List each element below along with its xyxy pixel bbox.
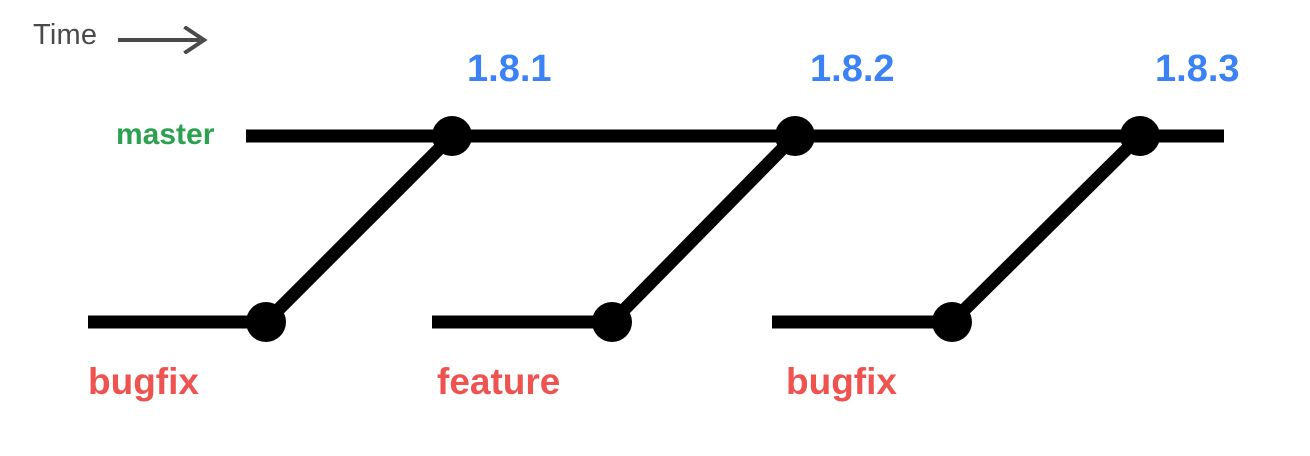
merge-line-2: [607, 131, 800, 327]
version-tag-2: 1.8.2: [810, 48, 895, 90]
version-tag-1: 1.8.1: [467, 48, 552, 90]
version-tag-3: 1.8.3: [1155, 48, 1240, 90]
right-arrow-icon: [118, 26, 208, 54]
branch-node-3[interactable]: [932, 302, 972, 342]
branch-label-2: feature: [437, 361, 561, 402]
master-node-3[interactable]: [1120, 116, 1160, 156]
merge-line-1: [261, 131, 457, 327]
branch-node-1[interactable]: [246, 302, 286, 342]
master-node-1[interactable]: [432, 116, 472, 156]
branch-node-2[interactable]: [592, 302, 632, 342]
master-node-2[interactable]: [775, 116, 815, 156]
branch-label-3: bugfix: [786, 361, 897, 402]
time-axis-label: Time: [33, 19, 98, 51]
merge-line-3: [947, 131, 1145, 327]
branch-label-master: master: [116, 118, 215, 151]
branch-label-1: bugfix: [88, 361, 199, 402]
